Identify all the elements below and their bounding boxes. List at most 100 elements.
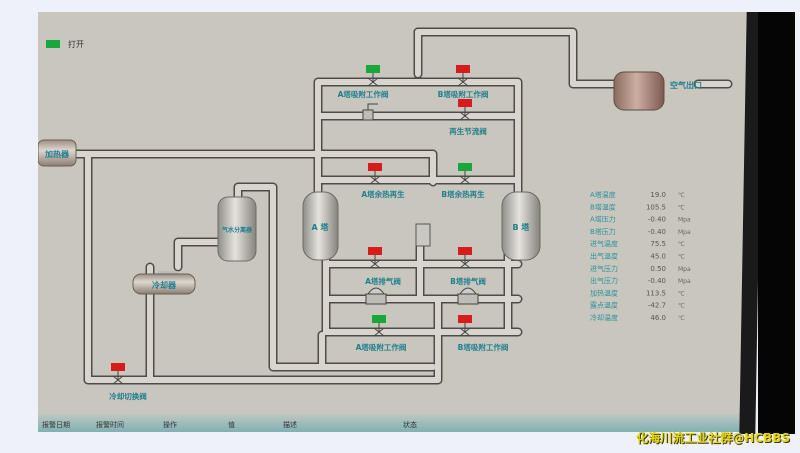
reading-name: 出气压力 bbox=[590, 276, 618, 285]
reading-unit: Mpa bbox=[678, 266, 691, 273]
valve-a-exhaust[interactable]: A塔排气阀 bbox=[365, 247, 401, 286]
reading-name: 进气压力 bbox=[590, 264, 618, 273]
col-alarm-date[interactable]: 报警日期 bbox=[42, 421, 70, 429]
heater[interactable]: 加热器 bbox=[38, 139, 77, 167]
valve-body-icon bbox=[459, 107, 471, 121]
manual-valve bbox=[362, 103, 378, 121]
valve-state-indicator[interactable] bbox=[458, 163, 472, 171]
reading-row: 出气温度 45.0 ℃ bbox=[590, 252, 685, 261]
reading-name: 出气温度 bbox=[590, 252, 618, 261]
col-value[interactable]: 值 bbox=[228, 421, 235, 429]
reading-value: 105.5 bbox=[646, 203, 666, 211]
valve-state-indicator[interactable] bbox=[458, 247, 472, 255]
valve-state-indicator[interactable] bbox=[458, 315, 472, 323]
valve-state-indicator[interactable] bbox=[366, 65, 380, 73]
separator-label: 气水分离器 bbox=[221, 226, 253, 234]
reading-unit: ℃ bbox=[678, 204, 685, 211]
valve-body-icon bbox=[373, 323, 385, 337]
valve-label: A塔吸附工作阀 bbox=[338, 89, 389, 99]
valve-body-icon bbox=[112, 371, 124, 385]
valve-state-indicator[interactable] bbox=[372, 315, 386, 323]
reading-name: 露点温度 bbox=[590, 301, 618, 310]
tower-a[interactable]: A 塔 bbox=[302, 191, 339, 261]
col-description[interactable]: 描述 bbox=[283, 421, 297, 429]
reading-row: 进气压力 0.50 Mpa bbox=[590, 264, 691, 273]
reading-row: 露点温度 -42.7 ℃ bbox=[590, 301, 685, 310]
reading-value: 75.5 bbox=[650, 240, 666, 248]
reading-value: 19.0 bbox=[650, 191, 666, 199]
valve-regen-throttle[interactable]: 再生节流阀 bbox=[449, 99, 487, 136]
valve-body-icon bbox=[369, 171, 381, 185]
valve-label: 再生节流阀 bbox=[449, 126, 487, 136]
reading-value: -42.7 bbox=[648, 302, 666, 310]
reading-unit: Mpa bbox=[678, 278, 691, 285]
hmi-screen: 打开 加热器 气水分离器 冷却器 A 塔 B 塔 空气出口 A塔吸附工作阀 B塔吸… bbox=[38, 12, 750, 432]
reading-name: A塔温度 bbox=[590, 190, 616, 199]
reading-value: -0.40 bbox=[648, 277, 666, 285]
reading-name: 加热温度 bbox=[590, 288, 618, 297]
pid-diagram: 打开 加热器 气水分离器 冷却器 A 塔 B 塔 空气出口 A塔吸附工作阀 B塔吸… bbox=[38, 27, 733, 401]
valve-a-adsorb-top[interactable]: A塔吸附工作阀 bbox=[338, 65, 389, 99]
legend-open-label: 打开 bbox=[68, 39, 84, 49]
valve-label: B塔余热再生 bbox=[441, 189, 485, 199]
tower-b[interactable]: B 塔 bbox=[501, 191, 541, 261]
col-operation[interactable]: 操作 bbox=[163, 421, 177, 429]
reading-value: 45.0 bbox=[650, 253, 666, 261]
valve-state-indicator[interactable] bbox=[111, 363, 125, 371]
valve-b-adsorb-bottom[interactable]: B塔吸附工作阀 bbox=[458, 315, 509, 352]
heater-label: 加热器 bbox=[44, 149, 70, 159]
valve-state-indicator[interactable] bbox=[458, 99, 472, 107]
reading-name: B塔压力 bbox=[590, 227, 616, 236]
cooler-label: 冷却器 bbox=[152, 280, 177, 290]
reading-unit: Mpa bbox=[678, 217, 691, 224]
valve-a-adsorb-bottom[interactable]: A塔吸附工作阀 bbox=[356, 315, 407, 352]
valve-body-icon bbox=[457, 73, 469, 87]
air-outlet-label: 空气出口 bbox=[670, 80, 702, 90]
reading-unit: ℃ bbox=[678, 303, 685, 310]
valve-state-indicator[interactable] bbox=[456, 65, 470, 73]
reading-row: B塔压力 -0.40 Mpa bbox=[590, 227, 691, 236]
valve-b-adsorb-top[interactable]: B塔吸附工作阀 bbox=[438, 65, 489, 99]
reading-unit: Mpa bbox=[678, 229, 691, 236]
legend-open-swatch bbox=[46, 40, 60, 48]
check-valve-a bbox=[365, 287, 387, 305]
valve-label: B塔吸附工作阀 bbox=[458, 342, 509, 352]
reading-name: B塔温度 bbox=[590, 202, 616, 211]
col-status[interactable]: 状态 bbox=[403, 421, 417, 429]
valve-state-indicator[interactable] bbox=[368, 247, 382, 255]
col-alarm-time[interactable]: 报警时间 bbox=[96, 421, 124, 429]
valve-body-icon bbox=[369, 255, 381, 269]
watermark: 化海川流工业社群@HCBBS bbox=[636, 431, 790, 445]
reading-unit: ℃ bbox=[678, 254, 685, 261]
reading-row: 出气压力 -0.40 Mpa bbox=[590, 276, 691, 285]
reading-value: 46.0 bbox=[650, 314, 666, 322]
check-valve-b bbox=[457, 287, 479, 305]
valve-label: 冷却切换阀 bbox=[109, 391, 147, 401]
reading-name: 冷却温度 bbox=[590, 313, 618, 322]
monitor-bezel bbox=[758, 12, 795, 434]
water-separator[interactable]: 气水分离器 bbox=[217, 196, 257, 262]
reading-name: A塔压力 bbox=[590, 215, 616, 224]
valve-b-exhaust[interactable]: B塔排气阀 bbox=[450, 247, 486, 286]
tower-a-label: A 塔 bbox=[312, 222, 330, 232]
valve-label: A塔吸附工作阀 bbox=[356, 342, 407, 352]
reading-value: -0.40 bbox=[648, 228, 666, 236]
reading-value: 0.50 bbox=[650, 265, 666, 273]
valve-a-residual-heat[interactable]: A塔余热再生 bbox=[361, 163, 405, 199]
valve-cooling-switch[interactable]: 冷却切换阀 bbox=[109, 363, 147, 401]
air-outlet-tank[interactable]: 空气出口 bbox=[613, 71, 702, 111]
cooler[interactable]: 冷却器 bbox=[132, 271, 196, 295]
valve-body-icon bbox=[459, 255, 471, 269]
valve-state-indicator[interactable] bbox=[368, 163, 382, 171]
reading-row: B塔温度 105.5 ℃ bbox=[590, 202, 685, 211]
valve-label: A塔排气阀 bbox=[365, 276, 401, 286]
silencer bbox=[415, 223, 431, 247]
reading-row: 冷却温度 46.0 ℃ bbox=[590, 313, 685, 322]
valve-b-residual-heat[interactable]: B塔余热再生 bbox=[441, 163, 485, 199]
reading-unit: ℃ bbox=[678, 315, 685, 322]
